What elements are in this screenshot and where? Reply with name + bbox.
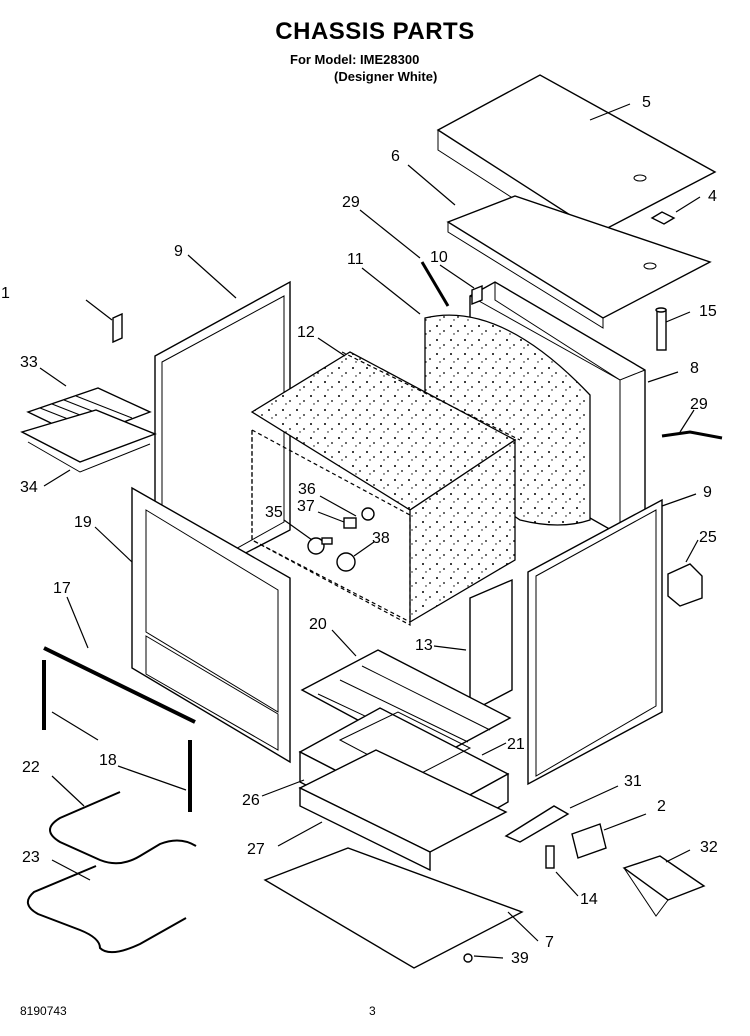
callout-27: 27 <box>247 841 265 858</box>
callout-9-left: 9 <box>174 243 183 260</box>
part-19-front-frame <box>131 486 291 764</box>
part-37-lamp-socket <box>343 517 357 529</box>
page-number: 3 <box>369 1004 376 1018</box>
part-12-oven-cavity <box>250 351 521 627</box>
callout-10: 10 <box>430 249 448 266</box>
part-17-gasket-strip <box>43 646 196 724</box>
callout-12: 12 <box>297 324 315 341</box>
doc-number: 8190743 <box>20 1004 67 1018</box>
part-18-gasket <box>42 660 192 812</box>
part-13-bracket <box>469 578 513 714</box>
part-36-lamp-receptacle <box>361 507 375 521</box>
callout-7: 7 <box>545 934 554 951</box>
part-7-bottom-panel <box>263 847 524 969</box>
part-29-rod-right <box>661 430 723 440</box>
part-15-post <box>655 307 667 351</box>
callout-29-top: 29 <box>342 194 360 211</box>
part-6-cover-plate <box>446 195 712 329</box>
callout-1: 1 <box>1 285 10 302</box>
callout-34: 34 <box>20 479 38 496</box>
callout-8: 8 <box>690 360 699 377</box>
callout-39: 39 <box>511 950 529 967</box>
leader-lines <box>39 103 701 959</box>
callout-13: 13 <box>415 637 433 654</box>
model-line: For Model: IME28300 <box>290 52 420 67</box>
callout-32: 32 <box>700 839 718 856</box>
part-29-rod-top <box>420 261 450 307</box>
callout-5: 5 <box>642 94 651 111</box>
callout-4: 4 <box>708 188 717 205</box>
callout-26: 26 <box>242 792 260 809</box>
callout-6: 6 <box>391 148 400 165</box>
part-2-clip <box>571 823 607 859</box>
callout-38: 38 <box>372 530 390 547</box>
callout-35: 35 <box>265 504 283 521</box>
part-31-bracket <box>504 805 570 843</box>
part-14-leveling-leg <box>545 845 555 869</box>
part-32-bracket <box>622 855 706 917</box>
callout-23: 23 <box>22 849 40 866</box>
part-34-broil-pan <box>20 409 157 473</box>
part-10-bracket <box>471 284 483 306</box>
callout-17: 17 <box>53 580 71 597</box>
part-27-drawer-body <box>298 749 508 872</box>
part-1-clip <box>112 312 123 344</box>
callout-14: 14 <box>580 891 598 908</box>
callout-33: 33 <box>20 354 38 371</box>
part-38-lamp-cover <box>336 552 356 572</box>
callout-36: 36 <box>298 481 316 498</box>
part-23-broil-element <box>27 865 187 954</box>
page-title: CHASSIS PARTS <box>275 18 475 45</box>
part-4-clip <box>650 211 676 225</box>
callout-37: 37 <box>297 498 315 515</box>
callout-25: 25 <box>699 529 717 546</box>
part-22-bake-element <box>49 791 197 865</box>
callout-31: 31 <box>624 773 642 790</box>
part-9-right-side <box>527 498 663 786</box>
callout-21: 21 <box>507 736 525 753</box>
callout-11: 11 <box>347 251 364 268</box>
callout-15: 15 <box>699 303 717 320</box>
callout-9-right: 9 <box>703 484 712 501</box>
callout-20: 20 <box>309 616 327 633</box>
callout-18: 18 <box>99 752 117 769</box>
callout-22: 22 <box>22 759 40 776</box>
part-35-lamp-bulb <box>307 537 333 555</box>
part-39-screw <box>463 953 473 963</box>
callout-19: 19 <box>74 514 92 531</box>
callout-29-right: 29 <box>690 396 708 413</box>
color-line: (Designer White) <box>334 69 438 84</box>
callout-2: 2 <box>657 798 666 815</box>
part-25-terminal-block <box>667 563 703 607</box>
